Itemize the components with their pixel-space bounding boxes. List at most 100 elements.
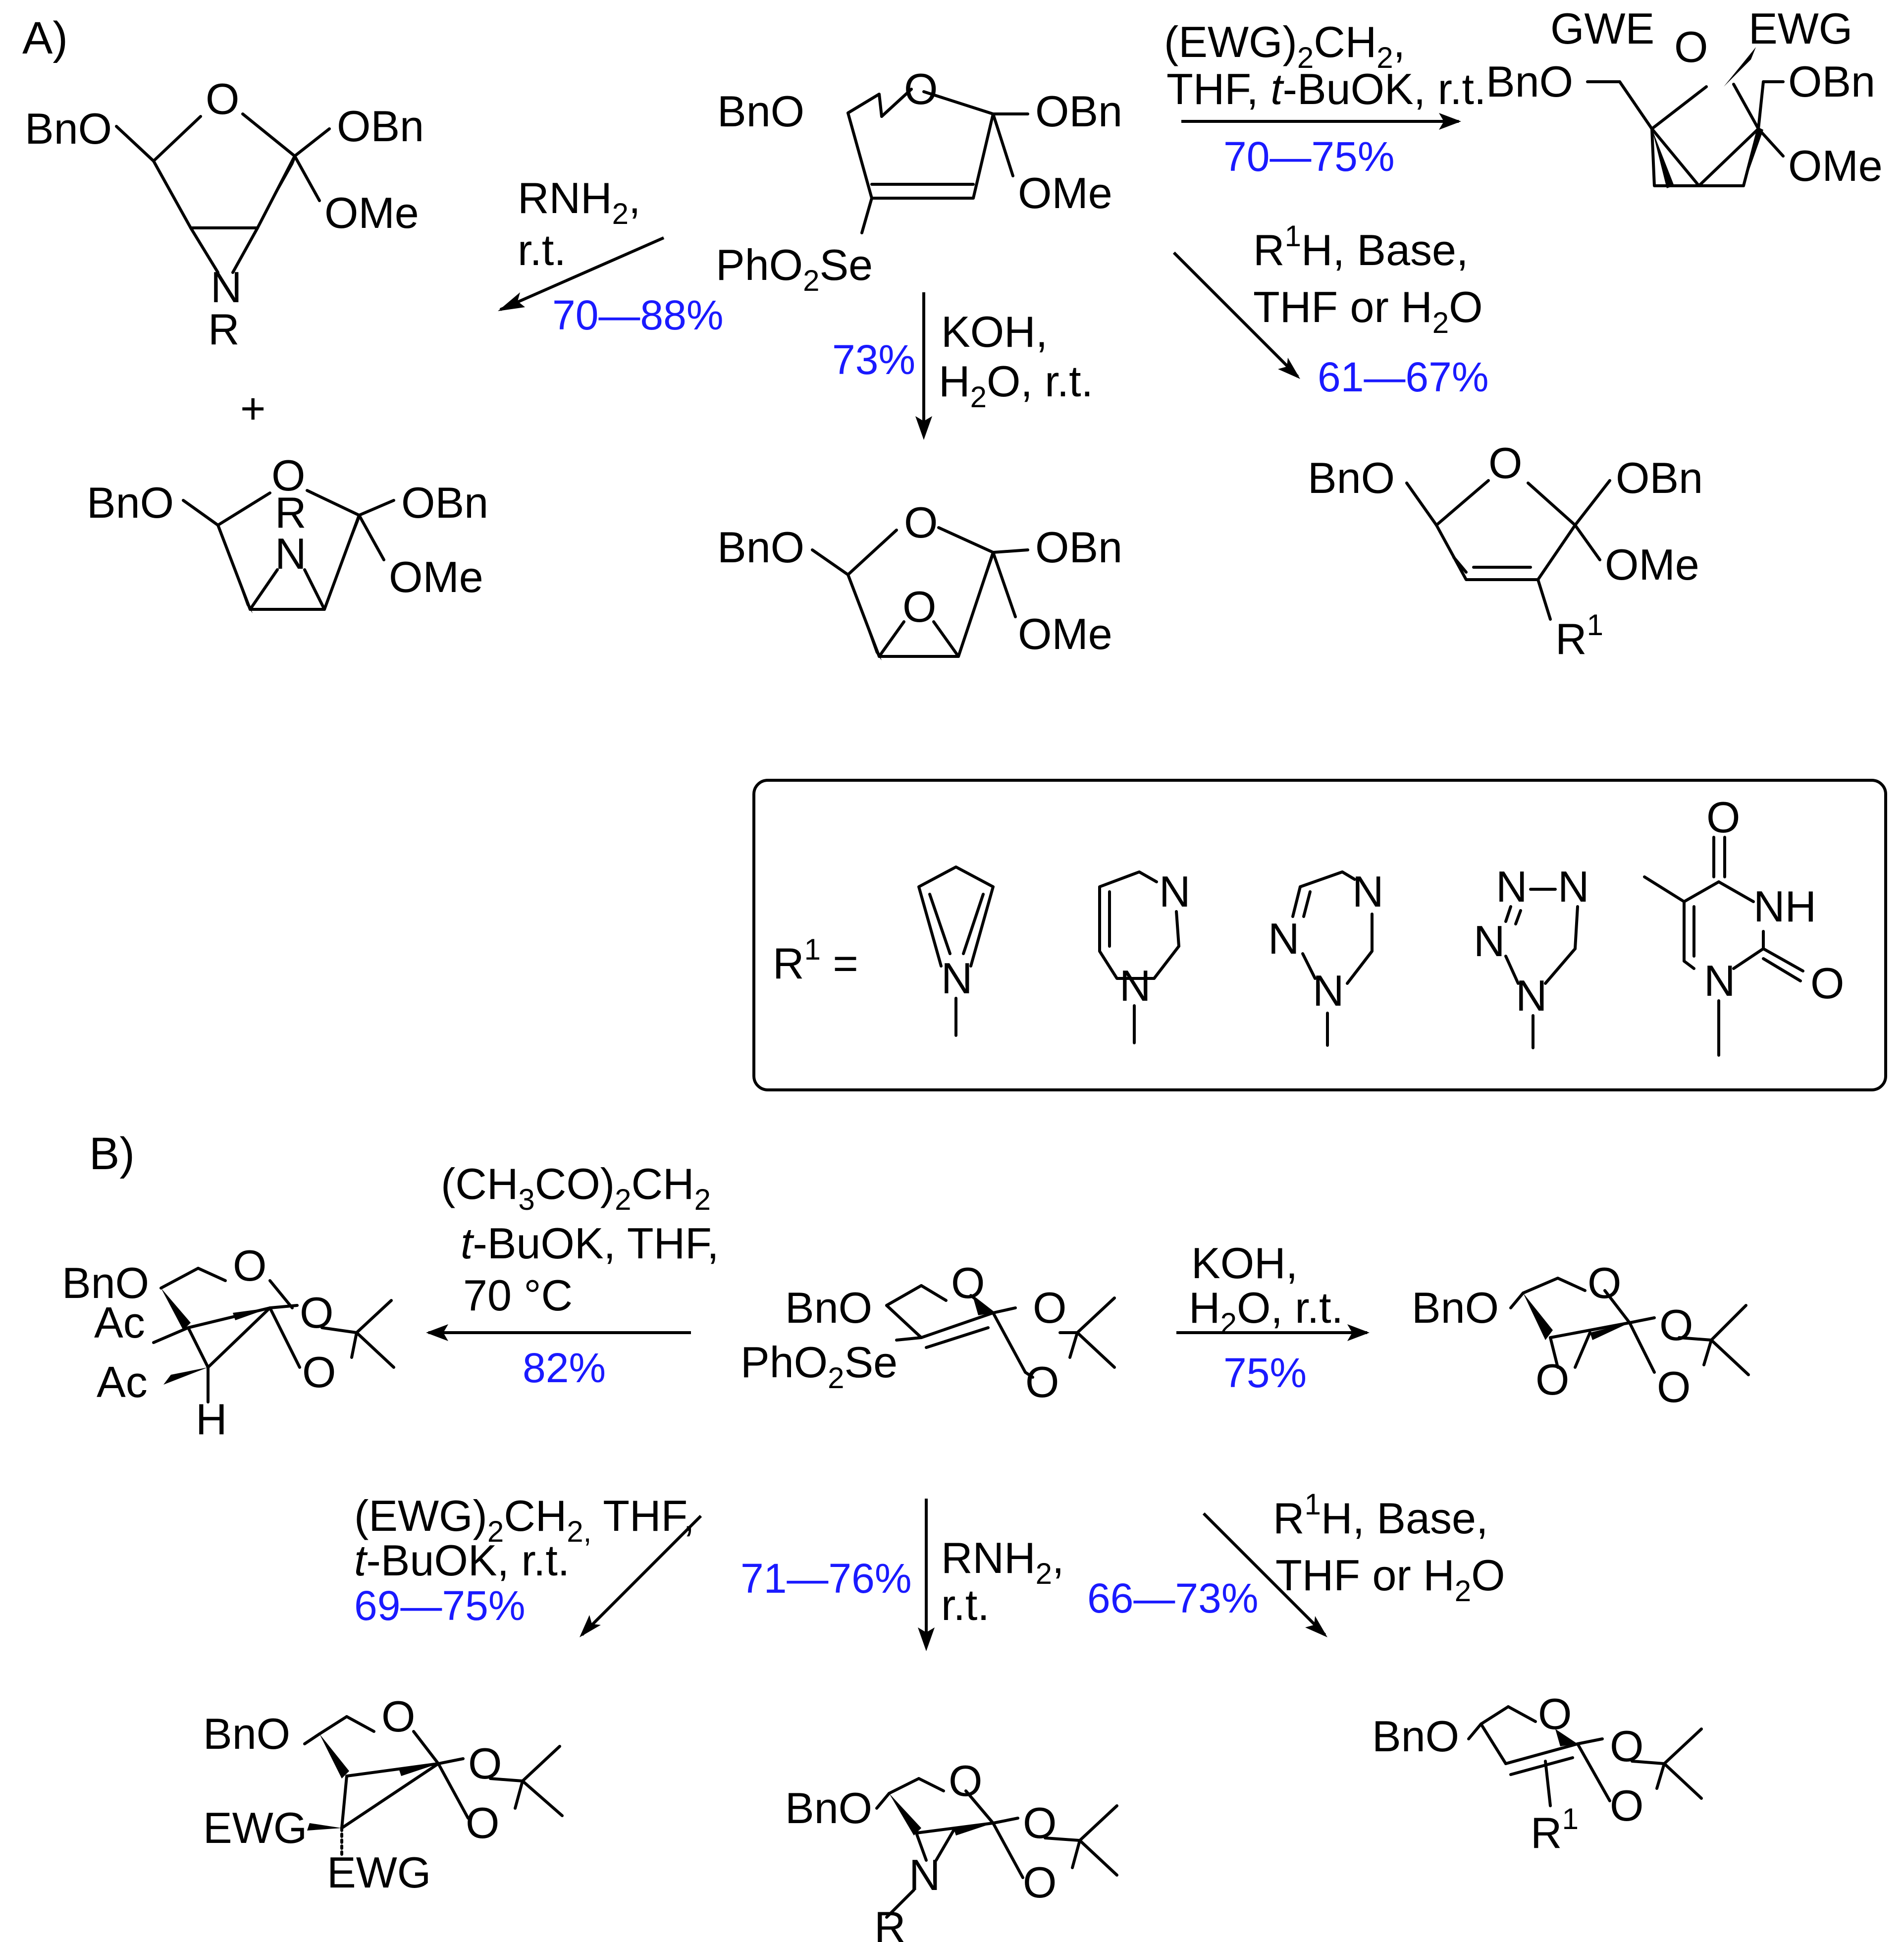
a-ep-obn: OBn: [1035, 523, 1122, 572]
r1-tetrazole: N N N N: [1474, 862, 1589, 1049]
b-ewgcp-ewg1: EWG: [203, 1803, 307, 1852]
a-az2-n: N: [275, 529, 307, 578]
b-ewgcp-bno: BnO: [203, 1709, 290, 1758]
a-cond-down-l2: H2O, r.t.: [939, 357, 1093, 414]
b-dac-o1: O: [300, 1288, 333, 1337]
b-cond-dl-l1: (EWG)2CH2, THF,: [354, 1491, 695, 1548]
b-yield-dm: 71—76%: [740, 1555, 912, 1602]
b-sm-o2: O: [1025, 1357, 1059, 1406]
b-sm-phso2se: PhO2Se: [740, 1338, 898, 1395]
b-product-aziridine: BnO O N R O O: [785, 1756, 1118, 1942]
b-cond-dr-l2: THF or H2O: [1275, 1551, 1505, 1608]
b-dac-ac2: Ac: [97, 1357, 148, 1406]
panel-label-a: A): [22, 13, 68, 63]
a-sm-ring-o: O: [904, 64, 938, 113]
r1-triazole-n2: N: [1268, 914, 1300, 963]
b-starting-material: BnO O O O PhO2Se: [740, 1258, 1116, 1406]
b-arrow-cyclopropanation: (EWG)2CH2, THF, t-BuOK, r.t. 69—75%: [354, 1491, 702, 1637]
a-ep-bno: BnO: [717, 523, 804, 572]
a-product-cyclopropane: GWE O EWG BnO OBn OMe: [1486, 4, 1883, 190]
r1-imidazole-n1: N: [1119, 961, 1151, 1010]
r1-tetrazole-n2: N: [1474, 917, 1505, 966]
b-az-o2: O: [1023, 1858, 1057, 1907]
a-sm-obn: OBn: [1035, 87, 1122, 136]
b-ep-ring-o: O: [1587, 1258, 1621, 1307]
b-cond-right-l2: H2O, r.t.: [1189, 1283, 1343, 1340]
r1-tetrazole-n5: N: [1516, 971, 1547, 1020]
b-product-diacetyl: BnO O Ac Ac H O O: [62, 1241, 395, 1444]
a-arrow-aziridination: RNH2, r.t. 70—88%: [498, 173, 724, 338]
b-cond-dr-l1: R1H, Base,: [1273, 1488, 1488, 1543]
a-yield-down: 73%: [832, 336, 915, 383]
b-dac-bno: BnO: [62, 1258, 149, 1307]
r1-thymine-o4: O: [1706, 793, 1740, 842]
a-ep-ome: OMe: [1018, 609, 1112, 658]
a-starting-material: BnO O OBn OMe PhO2Se: [716, 64, 1122, 297]
a-ep-ring-o: O: [904, 498, 938, 547]
a-az2-ring-o: O: [271, 451, 305, 500]
b-dac-ac1: Ac: [94, 1298, 145, 1347]
b-az-bno: BnO: [785, 1783, 872, 1833]
a-az1-n: N: [211, 263, 242, 312]
b-arrow-aziridination: RNH2, r.t. 71—76%: [740, 1499, 1064, 1651]
b-sm-o1: O: [1033, 1283, 1066, 1332]
b-ewgcp-ring-o: O: [381, 1692, 415, 1741]
b-yield-dr: 66—73%: [1087, 1575, 1259, 1621]
b-sm-ring-o: O: [951, 1258, 985, 1307]
a-yield-top: 70—75%: [1223, 133, 1395, 180]
r1-thymine-nh: NH: [1753, 882, 1816, 931]
b-ep-o2: O: [1657, 1362, 1691, 1411]
b-cond-left-l2: t-BuOK, THF,: [461, 1219, 719, 1268]
a-sm-phso2se: PhO2Se: [716, 240, 873, 297]
a-cp-ewg: EWG: [1748, 4, 1852, 53]
a-arrow-cyclopropanation: (EWG)2CH2, THF, t-BuOK, r.t. 70—75%: [1164, 17, 1486, 180]
a-cond-left-l1: RNH2,: [518, 173, 640, 230]
b-dac-o2: O: [302, 1348, 336, 1397]
a-cp-ring-o: O: [1674, 22, 1708, 71]
b-dac-ring-o: O: [233, 1241, 266, 1290]
r1-equals-label: R1 =: [773, 933, 858, 988]
a-product-substituted: BnO O OBn OMe R1: [1308, 438, 1703, 663]
r1-triazole-n4: N: [1352, 867, 1384, 916]
a-cp-gwe: GWE: [1550, 4, 1654, 53]
a-ep-epox-o: O: [902, 582, 936, 631]
r1-imidazole: N N: [1098, 867, 1191, 1044]
b-sub-o1: O: [1610, 1722, 1643, 1771]
a-product-aziridine-2: BnO O R N OBn OMe: [87, 451, 488, 613]
b-ewgcp-ewg2: EWG: [327, 1848, 431, 1897]
b-cond-left-l3: 70 °C: [463, 1271, 573, 1320]
a-cond-left-l2: r.t.: [518, 225, 566, 274]
r1-tetrazole-n1: N: [1496, 862, 1528, 911]
a-sm-ome: OMe: [1018, 168, 1112, 217]
a-sub-ome: OMe: [1605, 540, 1699, 589]
a-cond-right-l2: THF or H2O: [1253, 282, 1483, 339]
a-az1-ring-o: O: [206, 74, 239, 123]
r1-pyrrole-n: N: [941, 954, 973, 1003]
a-yield-left: 70—88%: [552, 292, 724, 338]
b-az-ring-o: O: [949, 1756, 982, 1805]
b-yield-dl: 69—75%: [354, 1582, 526, 1629]
a-cp-ome: OMe: [1788, 141, 1883, 190]
r1-triazole: N N N: [1268, 867, 1384, 1047]
b-az-o1: O: [1023, 1798, 1057, 1847]
b-az-n: N: [909, 1850, 941, 1899]
r1-tetrazole-n4: N: [1558, 862, 1589, 911]
b-ep-o1: O: [1659, 1300, 1693, 1349]
a-arrow-epoxidation: KOH, H2O, r.t. 73%: [832, 292, 1093, 440]
a-sub-obn: OBn: [1616, 453, 1703, 502]
a-yield-right: 61—67%: [1318, 354, 1489, 400]
b-ewgcp-o2: O: [466, 1798, 499, 1847]
b-arrow-substitution: R1H, Base, THF or H2O 66—73%: [1087, 1488, 1505, 1637]
panel-label-b: B): [89, 1129, 135, 1179]
r1-thymine-o2: O: [1810, 959, 1844, 1008]
a-cond-top-l1: (EWG)2CH2,: [1164, 17, 1405, 74]
b-ep-bno: BnO: [1412, 1283, 1499, 1332]
b-yield-left: 82%: [523, 1345, 606, 1391]
r1-pyrrole: N: [917, 865, 995, 1037]
r1-thymine-n1: N: [1704, 956, 1736, 1005]
b-arrow-acetylacetone: (CH3CO)2CH2 t-BuOK, THF, 70 °C 82%: [426, 1159, 719, 1391]
r1-definition-box: R1 = N N N N N N: [752, 779, 1887, 1091]
a-cond-down-l1: KOH,: [941, 307, 1048, 356]
a-sub-ring-o: O: [1488, 438, 1522, 487]
